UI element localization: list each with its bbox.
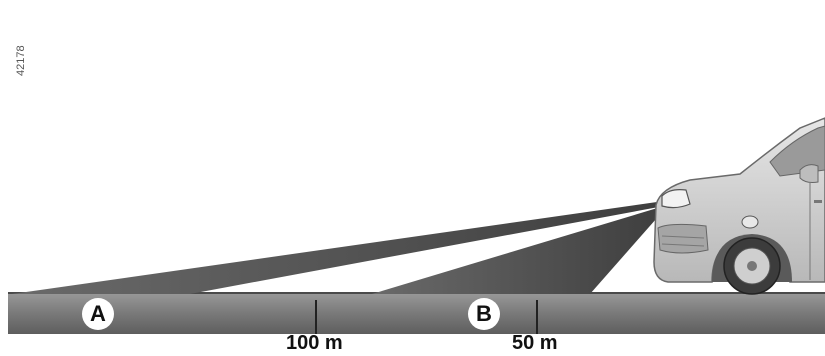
marker-a: A xyxy=(82,298,114,330)
distance-label-100m: 100 m xyxy=(286,332,343,354)
dipped-beam xyxy=(372,206,664,294)
main-beam xyxy=(12,201,664,294)
road-surface xyxy=(8,292,825,334)
marker-b: B xyxy=(468,298,500,330)
distance-label-50m: 50 m xyxy=(512,332,558,354)
reference-number: 42178 xyxy=(15,45,27,76)
headlight-icon xyxy=(661,189,691,209)
vehicle-front xyxy=(653,117,825,295)
